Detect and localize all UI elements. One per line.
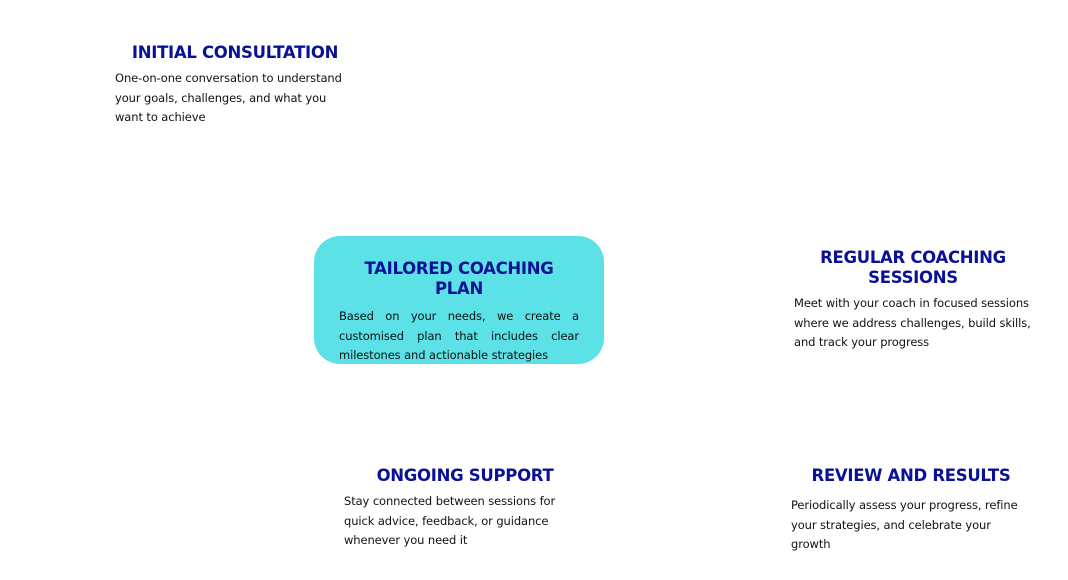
step-description: Periodically assess your progress, refin… bbox=[791, 498, 1018, 551]
step-ongoing-support: ONGOING SUPPORT Stay connected between s… bbox=[344, 466, 586, 551]
step-title: TAILORED COACHING PLAN bbox=[364, 259, 554, 298]
step-title: ONGOING SUPPORT bbox=[376, 466, 554, 485]
step-description: Meet with your coach in focused sessions… bbox=[794, 296, 1031, 349]
step-regular-coaching-sessions: REGULAR COACHING SESSIONS Meet with your… bbox=[794, 248, 1032, 353]
step-tailored-coaching-plan: TAILORED COACHING PLAN Based on your nee… bbox=[314, 236, 604, 364]
step-description: Based on your needs, we create a customi… bbox=[339, 309, 579, 362]
step-review-and-results: REVIEW AND RESULTS Periodically assess y… bbox=[791, 466, 1031, 555]
step-title: REVIEW AND RESULTS bbox=[811, 466, 1011, 485]
step-initial-consultation: INITIAL CONSULTATION One-on-one conversa… bbox=[115, 43, 355, 128]
step-title: INITIAL CONSULTATION bbox=[131, 43, 339, 62]
step-description: One-on-one conversation to understand yo… bbox=[115, 71, 342, 124]
step-title: REGULAR COACHING SESSIONS bbox=[820, 248, 1006, 287]
step-description: Stay connected between sessions for quic… bbox=[344, 494, 556, 547]
